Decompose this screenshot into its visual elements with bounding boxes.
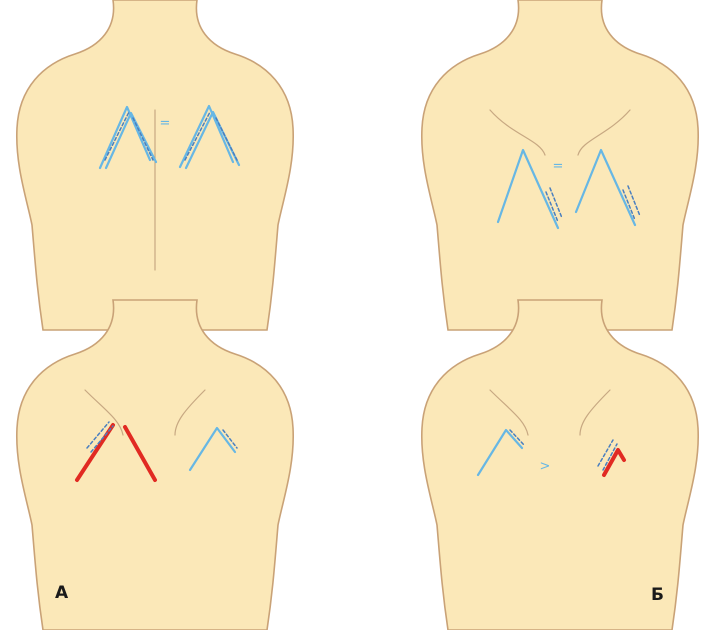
relation-sign-top-left: = [160, 116, 171, 131]
panel-top-right: = [422, 0, 698, 330]
relation-sign-top-right: = [553, 159, 564, 174]
panel-bottom-right: > [422, 300, 698, 630]
torso-bottom-right [422, 300, 698, 630]
relation-sign-bottom-right: > [540, 459, 551, 474]
panel-bottom-left [17, 300, 293, 630]
panel-top-left: = [17, 0, 293, 330]
panel-label-b: Б [651, 585, 664, 605]
torso-bottom-left [17, 300, 293, 630]
panel-label-a: А [55, 583, 68, 603]
